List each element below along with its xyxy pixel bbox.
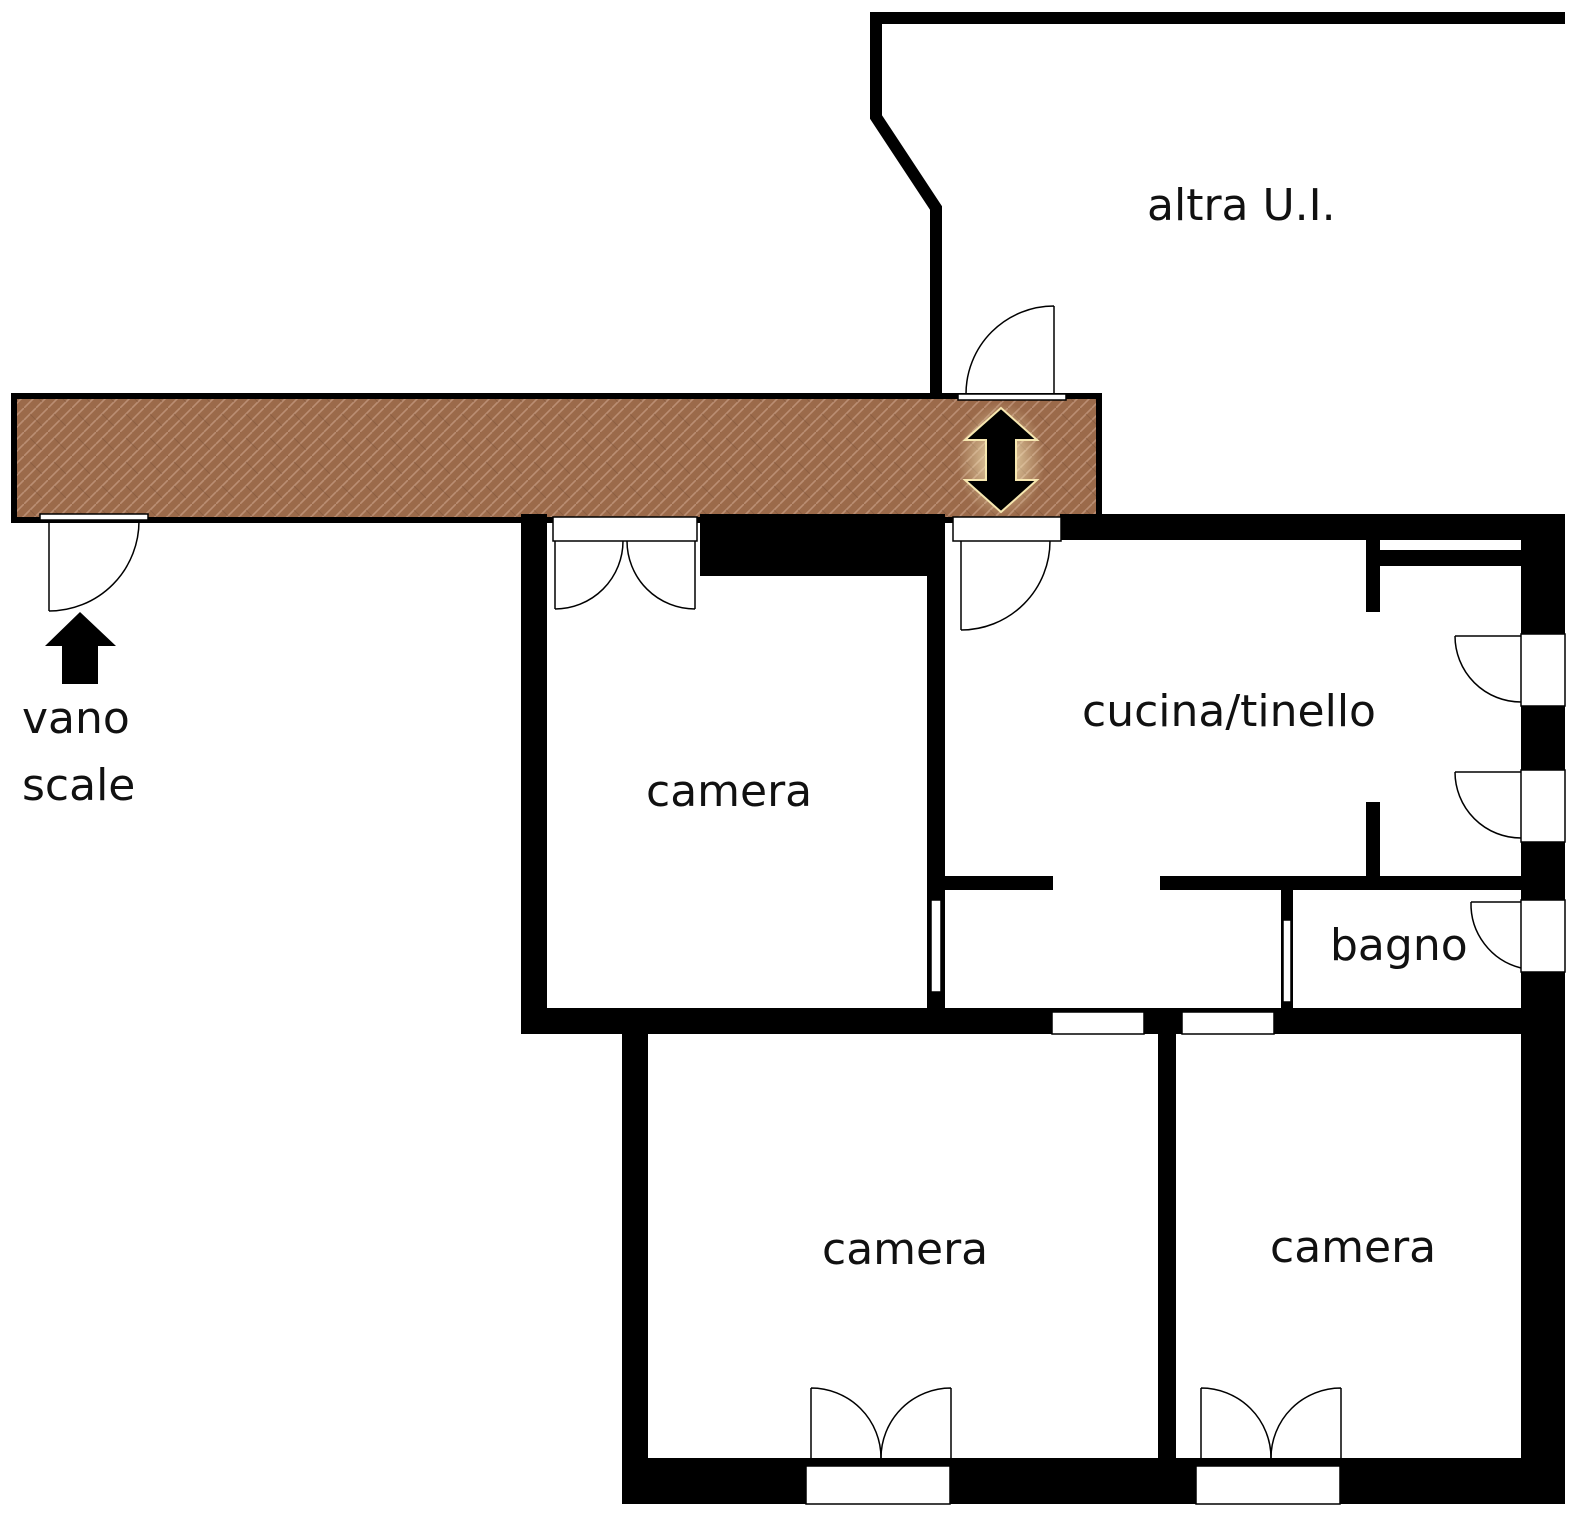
door-swings	[48, 305, 1522, 1459]
label-vano-scale-line2: scale	[22, 760, 135, 811]
label-camera-3: camera	[1270, 1222, 1436, 1273]
double-arrow-vertical-icon	[957, 402, 1045, 518]
label-cucina-tinello: cucina/tinello	[1082, 686, 1376, 737]
altra-ui-boundary	[870, 12, 1565, 396]
label-camera-1: camera	[646, 766, 812, 817]
apartment-walls	[521, 514, 1565, 1504]
label-camera-2: camera	[822, 1224, 988, 1275]
arrow-up-icon	[45, 612, 116, 684]
label-bagno: bagno	[1330, 920, 1468, 971]
label-altra-ui: altra U.I.	[1147, 180, 1336, 231]
openings	[39, 393, 1566, 1505]
label-vano-scale-line1: vano	[22, 693, 130, 744]
corridor	[11, 393, 1102, 523]
